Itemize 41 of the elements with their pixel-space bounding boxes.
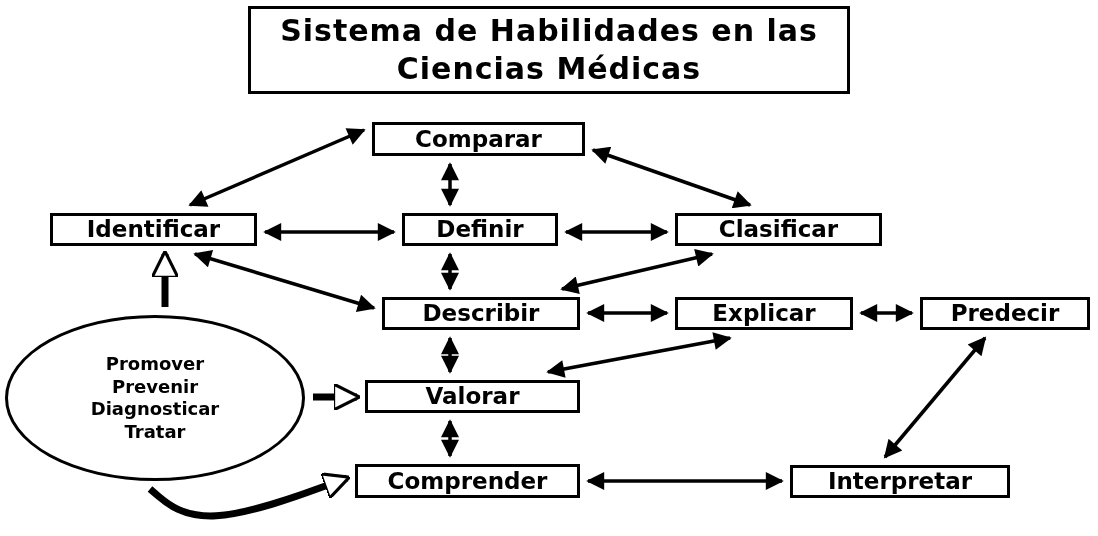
arrow xyxy=(147,472,351,520)
arrow xyxy=(441,252,459,291)
node-label: Interpretar xyxy=(827,470,973,493)
arrow xyxy=(560,248,714,295)
process-box xyxy=(675,213,882,246)
process-box xyxy=(50,213,257,246)
process-box xyxy=(790,465,1010,498)
node-label: Tratar xyxy=(124,420,186,443)
title: Sistema de Habilidades en las Ciencias Médicas xyxy=(248,6,850,94)
node-label: Predecir xyxy=(950,302,1060,325)
process-box xyxy=(402,213,558,246)
arrow xyxy=(188,128,366,207)
arrow xyxy=(883,336,987,459)
arrow xyxy=(441,162,459,207)
node-label: Explicar xyxy=(712,302,816,325)
node-label: Promover xyxy=(105,353,205,376)
process-box xyxy=(382,297,580,330)
arrow xyxy=(591,146,752,209)
process-box xyxy=(675,297,853,330)
process-box xyxy=(372,122,585,156)
node-label: Prevenir xyxy=(111,375,199,398)
arrow xyxy=(859,304,914,322)
process-box xyxy=(355,464,580,498)
process-box xyxy=(920,297,1090,330)
arrow xyxy=(586,472,784,490)
arrow xyxy=(586,304,669,322)
node-label: Clasificar xyxy=(718,218,839,241)
arrow xyxy=(441,336,459,374)
node-label: Describir xyxy=(422,302,540,325)
node-label: Comprender xyxy=(387,469,548,493)
node-label: Valorar xyxy=(425,385,520,408)
node-label: Identificar xyxy=(86,218,221,241)
arrow xyxy=(546,332,732,378)
node-label: Definir xyxy=(436,218,524,241)
arrow xyxy=(193,250,376,312)
node-label: Comparar xyxy=(415,127,542,151)
node-label: Diagnosticar xyxy=(90,398,220,421)
arrow xyxy=(564,223,669,241)
arrow xyxy=(263,223,396,241)
arrow xyxy=(441,419,459,458)
process-box xyxy=(365,380,580,413)
